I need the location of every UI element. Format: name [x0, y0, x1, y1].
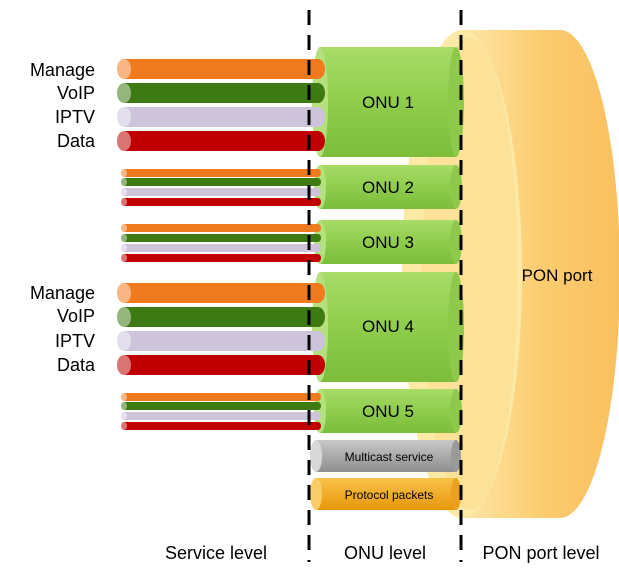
onu-1: ONU 1 — [312, 47, 464, 157]
onu-5: ONU 5 — [314, 389, 462, 433]
pon-level-label: PON port level — [482, 543, 599, 563]
pipe-data-bundle-4 — [117, 355, 325, 375]
service-pipes — [117, 59, 325, 430]
label-manage: Manage — [30, 60, 95, 80]
label-data: Data — [57, 131, 96, 151]
pipe-iptv-bundle-3 — [121, 244, 321, 252]
label-data-2: Data — [57, 355, 96, 375]
pipe-iptv-bundle-1 — [117, 107, 325, 127]
label-voip-2: VoIP — [57, 306, 95, 326]
pipe-data-bundle-2 — [121, 198, 321, 206]
service-labels-group-2: Manage VoIP IPTV Data — [30, 283, 96, 375]
onu-3-label: ONU 3 — [362, 233, 414, 252]
label-iptv-2: IPTV — [55, 331, 95, 351]
onu-5-label: ONU 5 — [362, 402, 414, 421]
pipe-voip-bundle-4 — [117, 307, 325, 327]
pipe-manage-bundle-1 — [117, 59, 325, 79]
pipe-voip-bundle-3 — [121, 234, 321, 242]
onu-3: ONU 3 — [314, 220, 462, 264]
pipe-iptv-bundle-4 — [117, 331, 325, 351]
pipe-iptv-bundle-5 — [121, 412, 321, 420]
onu-4-label: ONU 4 — [362, 317, 414, 336]
pipe-data-bundle-1 — [117, 131, 325, 151]
onu-2: ONU 2 — [314, 165, 462, 209]
onu-1-label: ONU 1 — [362, 93, 414, 112]
pipe-data-bundle-5 — [121, 422, 321, 430]
pon-port-label: PON port — [522, 266, 593, 285]
multicast-service-pipe: Multicast service — [310, 440, 461, 472]
pipe-manage-bundle-3 — [121, 224, 321, 232]
multicast-label: Multicast service — [345, 450, 434, 464]
label-voip: VoIP — [57, 83, 95, 103]
pipe-manage-bundle-5 — [121, 393, 321, 401]
pipe-data-bundle-3 — [121, 254, 321, 262]
pipe-voip-bundle-1 — [117, 83, 325, 103]
label-manage-2: Manage — [30, 283, 95, 303]
service-level-label: Service level — [165, 543, 267, 563]
onu-2-label: ONU 2 — [362, 178, 414, 197]
pipe-manage-bundle-2 — [121, 169, 321, 177]
pipe-iptv-bundle-2 — [121, 188, 321, 196]
service-labels-group-1: Manage VoIP IPTV Data — [30, 60, 96, 151]
onu-level-label: ONU level — [344, 543, 426, 563]
protocol-packets-pipe: Protocol packets — [310, 478, 461, 510]
protocol-label: Protocol packets — [345, 488, 434, 502]
label-iptv: IPTV — [55, 107, 95, 127]
pipe-voip-bundle-5 — [121, 402, 321, 410]
pipe-voip-bundle-2 — [121, 178, 321, 186]
pipe-manage-bundle-4 — [117, 283, 325, 303]
onu-4: ONU 4 — [312, 272, 464, 382]
